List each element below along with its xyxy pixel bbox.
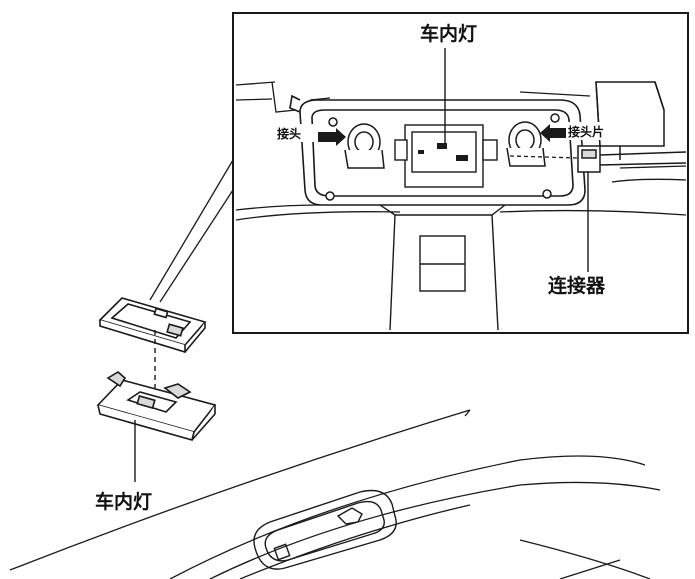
callout-lines [149,159,234,303]
lamp-lens-cover [98,297,207,354]
lamp-housing [96,371,217,441]
roof-lamp-recess [253,489,397,570]
arrow-right [540,124,566,142]
label-connector: 连接器 [548,274,606,297]
connector-plug [577,145,687,173]
label-lamp-top: 车内灯 [420,22,477,45]
roof-outline [9,409,661,579]
label-terminal-left: 接头 [277,126,301,141]
detail-box [232,12,689,334]
arrow-left [318,128,346,146]
bulb-left [325,117,385,201]
label-lamp-bottom: 车内灯 [95,490,152,513]
label-terminal-right: 接头片 [568,124,604,139]
